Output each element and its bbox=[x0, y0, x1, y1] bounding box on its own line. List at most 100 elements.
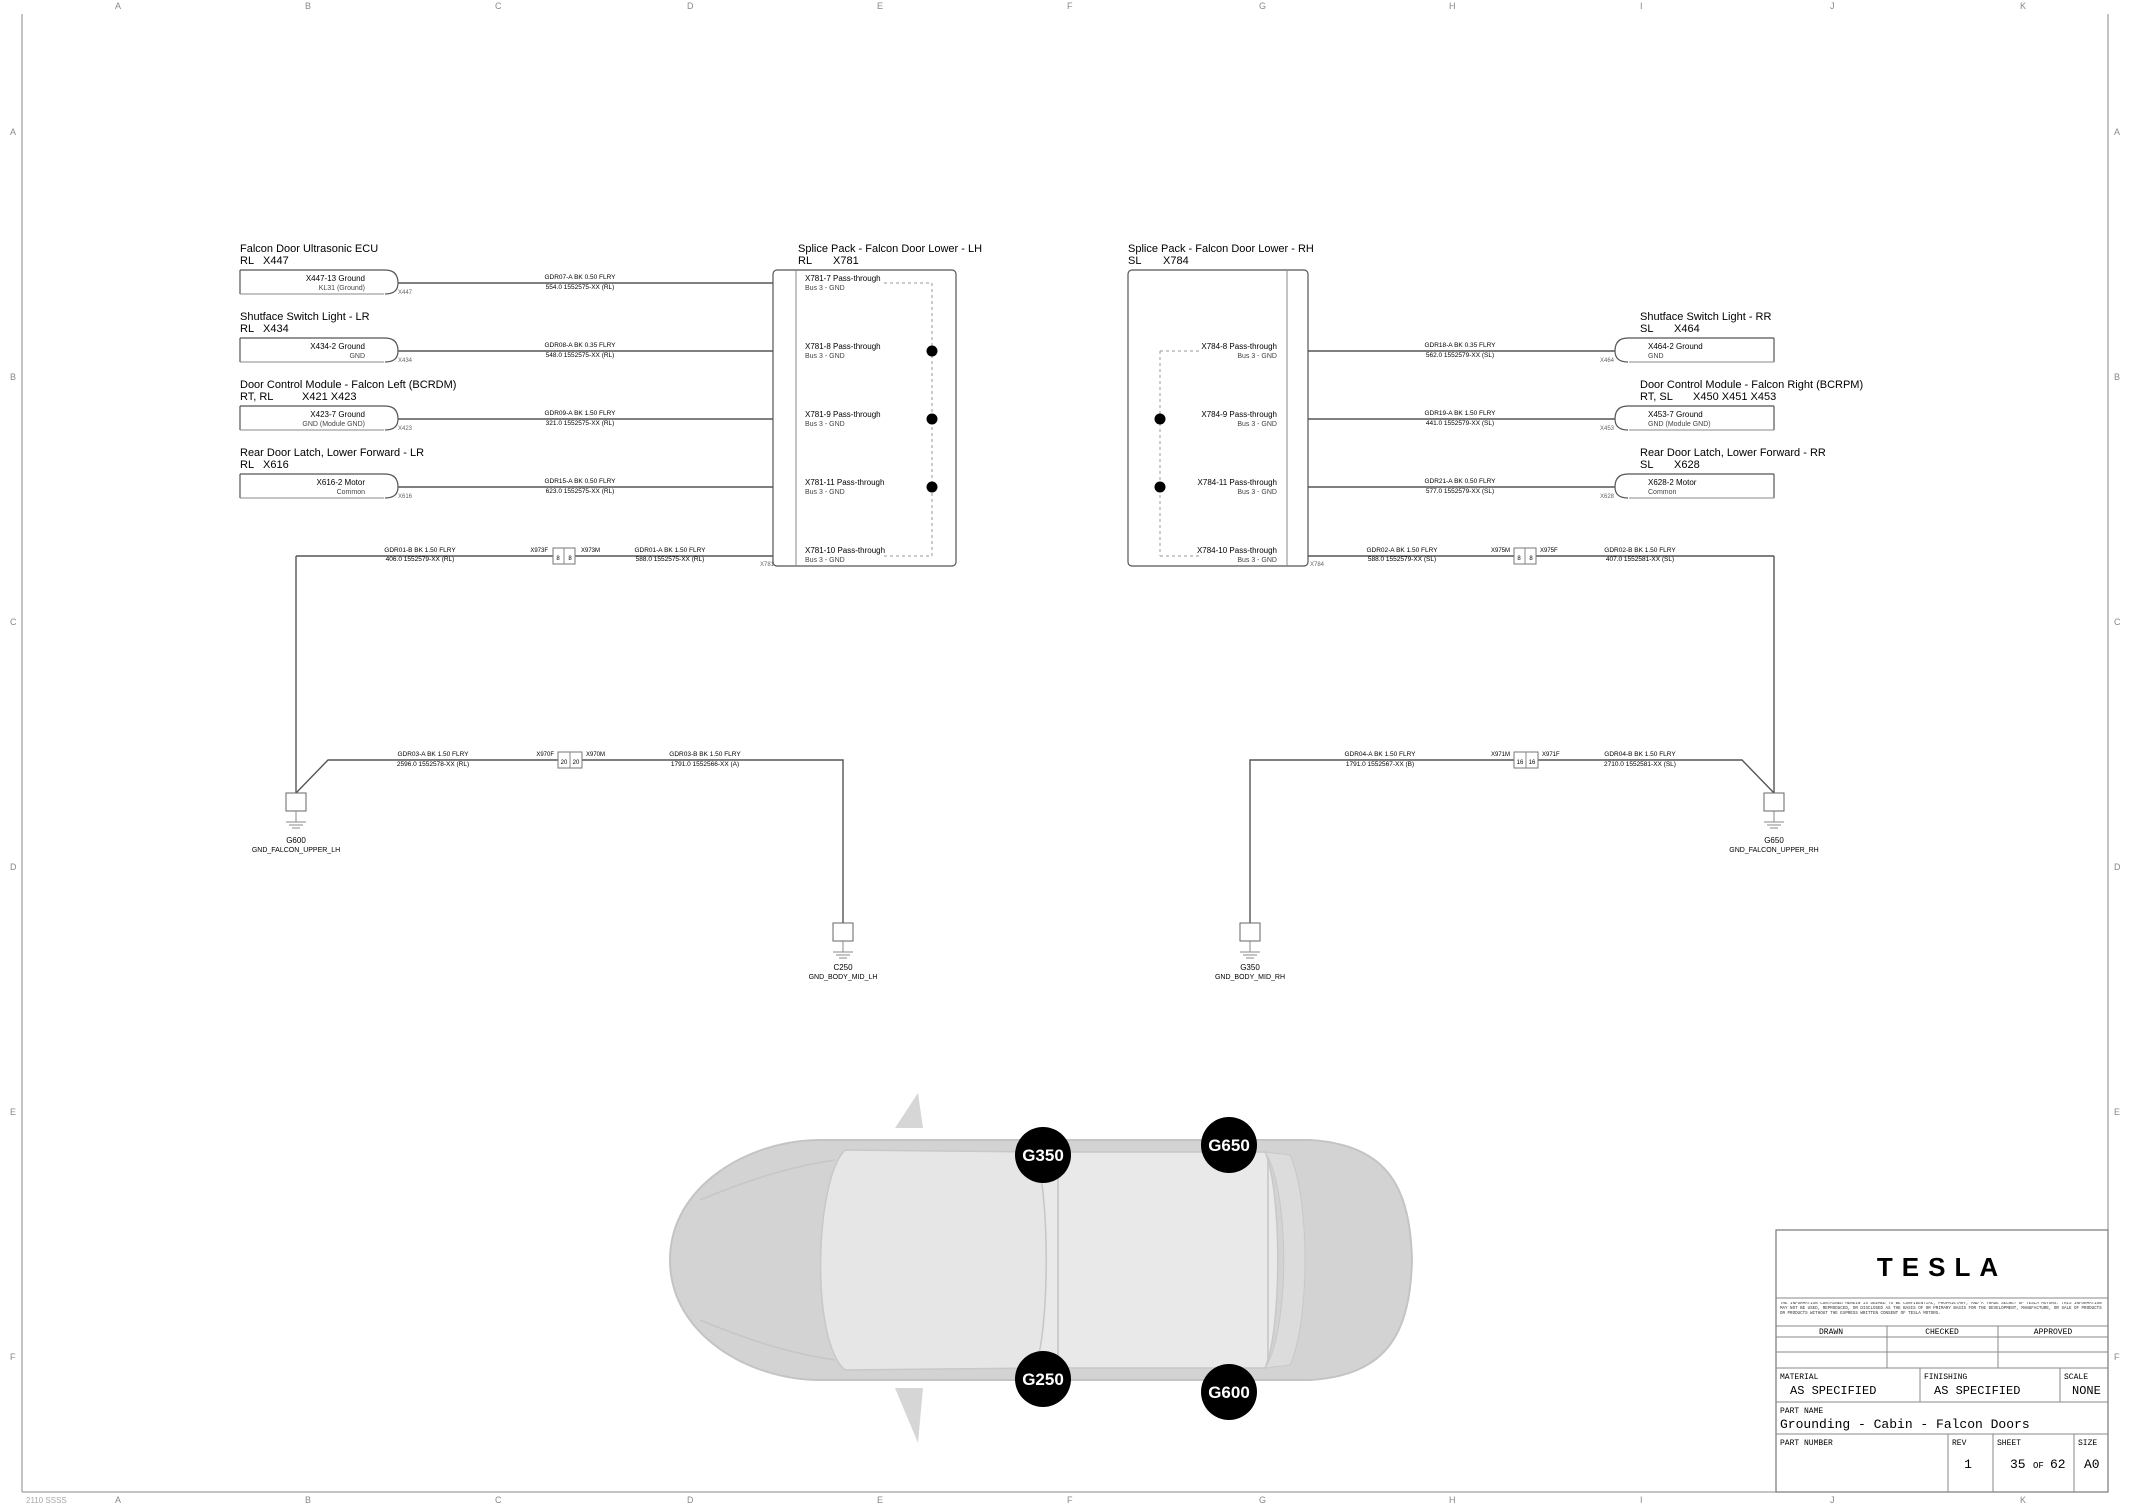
conn-tag: X423 bbox=[398, 426, 413, 432]
conn-tag: X434 bbox=[398, 358, 413, 364]
component-title: Falcon Door Ultrasonic ECU bbox=[240, 243, 378, 255]
zone-col-c-bottom: C bbox=[495, 1495, 502, 1505]
finishing-value: AS SPECIFIED bbox=[1934, 1384, 2020, 1398]
right-mid-ground: G350 GND_BODY_MID_RH bbox=[1215, 922, 1285, 981]
component-loc: RT, SL bbox=[1640, 391, 1673, 403]
inline-conn-m: X975F bbox=[1540, 548, 1558, 554]
splice-title: Splice Pack - Falcon Door Lower - LH bbox=[798, 243, 982, 255]
conn-tag: X464 bbox=[1600, 358, 1615, 364]
ground-name: GND_BODY_MID_RH bbox=[1215, 974, 1285, 981]
wire-spec: GDR01-B BK 1.50 FLRY bbox=[384, 547, 456, 554]
splice-bus: Bus 3 - GND bbox=[1237, 489, 1277, 496]
splice-node bbox=[926, 345, 938, 357]
car-top-view-image bbox=[668, 1093, 1414, 1443]
zone-row-a-right: A bbox=[2114, 127, 2120, 137]
component-title: Shutface Switch Light - LR bbox=[240, 311, 370, 323]
wire-spec: GDR18-A BK 0.35 FLRY bbox=[1424, 342, 1496, 349]
scale-label: SCALE bbox=[2064, 1373, 2088, 1382]
pin-label: X464-2 Ground bbox=[1648, 342, 1703, 351]
zone-col-g-bottom: G bbox=[1259, 1495, 1266, 1505]
inline-pin: 20 bbox=[561, 760, 568, 766]
splice-bus: Bus 3 - GND bbox=[805, 421, 845, 428]
zone-row-d-right: D bbox=[2114, 862, 2121, 872]
splice-pin: X781-11 Pass-through bbox=[805, 478, 884, 487]
zone-col-g: G bbox=[1259, 1, 1266, 11]
corner-stamp: 2110 SSSS bbox=[26, 1496, 67, 1505]
inline-conn-m: X970M bbox=[586, 752, 605, 758]
wire-spec: GDR08-A BK 0.35 FLRY bbox=[544, 342, 616, 349]
wire-length: 1791.0 1552566-XX (A) bbox=[671, 761, 739, 768]
zone-row-c: C bbox=[10, 617, 17, 627]
left-component-3: Door Control Module - Falcon Left (BCRDM… bbox=[239, 379, 773, 432]
wire-spec: GDR02-B BK 1.50 FLRY bbox=[1604, 547, 1676, 554]
confidentiality-notice: THE INFORMATION CONTAINED HEREIN IS DEEM… bbox=[1780, 1302, 2102, 1316]
wire-length: 2710.0 1552581-XX (SL) bbox=[1604, 761, 1676, 768]
car-ground-markers: G350 G650 G250 G600 bbox=[1015, 1117, 1257, 1420]
right-ground-run: GDR04-A BK 1.50 FLRY 1791.0 1552567-XX (… bbox=[1249, 751, 1775, 923]
splice-loc: SL bbox=[1128, 255, 1141, 267]
drawn-label: DRAWN bbox=[1819, 1328, 1843, 1337]
splice-bus: Bus 3 - GND bbox=[1237, 557, 1277, 564]
splice-connector: X784 bbox=[1163, 255, 1189, 267]
component-title: Door Control Module - Falcon Right (BCRP… bbox=[1640, 379, 1863, 391]
zone-col-d-bottom: D bbox=[687, 1495, 694, 1505]
marker-g350: G350 bbox=[1015, 1127, 1071, 1183]
zone-columns-top: A B C D E F G H I J K bbox=[115, 1, 2026, 11]
splice-node bbox=[1154, 413, 1166, 425]
pin-label: X423-7 Ground bbox=[310, 410, 365, 419]
pin-sub: KL31 (Ground) bbox=[319, 285, 365, 292]
wire-length: 321.0 1552575-XX (RL) bbox=[546, 420, 615, 427]
right-bottom-wire: GDR02-A BK 1.50 FLRY 588.0 1552579-XX (S… bbox=[1308, 547, 1775, 793]
component-connector: X616 bbox=[263, 459, 289, 471]
zone-col-i: I bbox=[1640, 1, 1643, 11]
zone-rows-right: A B C D E F bbox=[2114, 127, 2121, 1362]
component-connector: X464 bbox=[1674, 323, 1700, 335]
zone-col-c: C bbox=[495, 1, 502, 11]
zone-col-h: H bbox=[1449, 1, 1456, 11]
pin-sub: GND bbox=[1648, 353, 1664, 360]
wire-spec: GDR04-B BK 1.50 FLRY bbox=[1604, 751, 1676, 758]
conn-tag: X447 bbox=[398, 290, 413, 296]
rev-label: REV bbox=[1952, 1439, 1967, 1448]
pin-sub: GND (Module GND) bbox=[1648, 421, 1711, 428]
inline-pin: 16 bbox=[1517, 760, 1524, 766]
sheet-number: 35 bbox=[2010, 1457, 2026, 1472]
wire-length: 623.0 1552575-XX (RL) bbox=[546, 488, 615, 495]
inline-conn-f: X975M bbox=[1491, 548, 1510, 554]
splice-pin: X784-9 Pass-through bbox=[1201, 410, 1277, 419]
svg-text:G250: G250 bbox=[1022, 1370, 1064, 1389]
zone-col-k-bottom: K bbox=[2020, 1495, 2026, 1505]
zone-columns-bottom: A B C D E F G H I J K bbox=[115, 1495, 2026, 1505]
inline-conn-f: X971M bbox=[1491, 752, 1510, 758]
material-value: AS SPECIFIED bbox=[1790, 1384, 1876, 1398]
wire-length: 588.0 1552579-XX (SL) bbox=[1368, 556, 1436, 563]
inline-pin: 8 bbox=[1529, 556, 1533, 562]
title-block: TESLA THE INFORMATION CONTAINED HEREIN I… bbox=[1775, 1229, 2109, 1493]
wire-length: 562.0 1552579-XX (SL) bbox=[1426, 352, 1494, 359]
zone-col-k: K bbox=[2020, 1, 2026, 11]
wire-spec: GDR21-A BK 0.50 FLRY bbox=[1424, 478, 1496, 485]
zone-col-j-bottom: J bbox=[1830, 1495, 1835, 1505]
wire-spec: GDR07-A BK 0.50 FLRY bbox=[544, 274, 616, 281]
zone-row-f: F bbox=[10, 1352, 16, 1362]
inline-conn-f: X970F bbox=[536, 752, 554, 758]
pin-label: X616-2 Motor bbox=[317, 478, 366, 487]
pin-label: X434-2 Ground bbox=[310, 342, 365, 351]
sheet-total: 62 bbox=[2050, 1457, 2066, 1472]
zone-col-b: B bbox=[305, 1, 311, 11]
wire-spec: GDR15-A BK 0.50 FLRY bbox=[544, 478, 616, 485]
splice-pin: X781-9 Pass-through bbox=[805, 410, 881, 419]
splice-bus: Bus 3 - GND bbox=[805, 489, 845, 496]
component-connector: X447 bbox=[263, 255, 289, 267]
zone-col-i-bottom: I bbox=[1640, 1495, 1643, 1505]
ground-name: GND_BODY_MID_LH bbox=[809, 974, 878, 981]
pin-sub: Common bbox=[1648, 489, 1677, 496]
splice-pin: X781-10 Pass-through bbox=[805, 546, 885, 555]
left-bottom-wire: GDR01-B BK 1.50 FLRY 406.0 1552579-XX (R… bbox=[295, 547, 773, 793]
splice-pin: X784-11 Pass-through bbox=[1198, 478, 1277, 487]
zone-col-f-bottom: F bbox=[1067, 1495, 1073, 1505]
wire-length: 577.0 1552579-XX (SL) bbox=[1426, 488, 1494, 495]
ground-id: G350 bbox=[1240, 963, 1260, 972]
